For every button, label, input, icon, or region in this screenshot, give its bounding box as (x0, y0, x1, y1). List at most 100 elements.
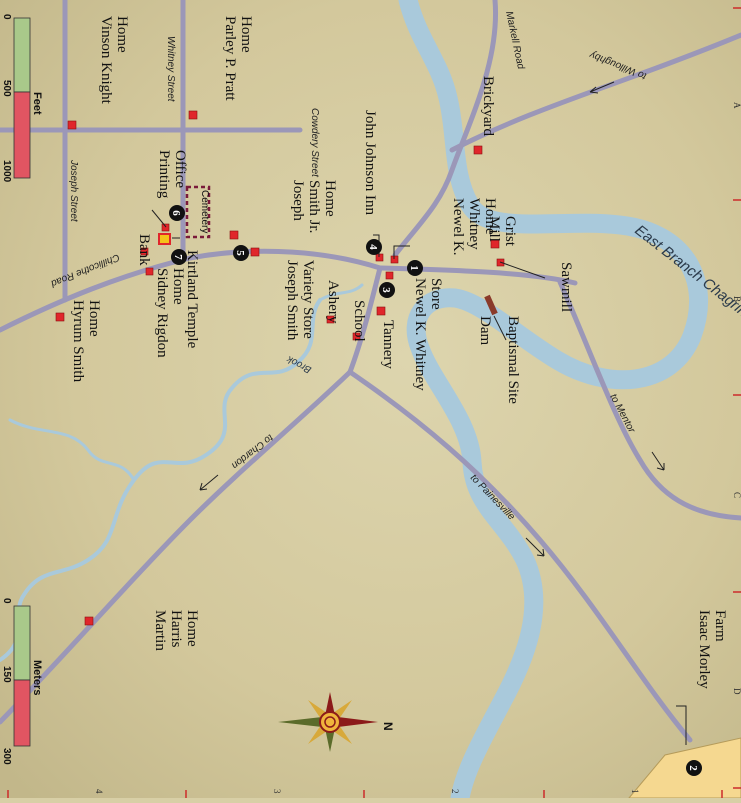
marker-2: 2 (686, 760, 702, 776)
scale-bar-meters: Meters 0 150 300 (1, 598, 43, 765)
arrow-chardon (199, 474, 219, 491)
tannery-building (376, 306, 386, 316)
arrow-willoughby (589, 81, 615, 94)
label-joseph-street: Joseph Street (68, 159, 79, 223)
label-variety-store: Joseph SmithVariety Store (284, 260, 316, 341)
whitney-store-building (385, 271, 394, 280)
marker-5-text: 5 (234, 250, 246, 256)
label-smith-home: JosephSmith Jr.Home (290, 180, 338, 233)
ashery-building (326, 315, 335, 324)
label-printing-office: PrintingOffice (156, 150, 188, 199)
label-grist-mill: GristMill (486, 216, 518, 247)
grid-row-3: 3 (272, 789, 282, 794)
bank-building (140, 247, 149, 256)
marker-7-text: 7 (172, 254, 184, 260)
label-harris-home: MartinHarrisHome (152, 610, 200, 651)
marker-3: 3 (379, 282, 395, 298)
harris-home-building (84, 616, 94, 626)
scale-feet-tick-0: 0 (1, 14, 12, 20)
label-tannery: Tannery (380, 320, 396, 369)
scale-feet-tick-500: 500 (1, 80, 12, 97)
road-mentor (557, 279, 741, 521)
pratt-home-building (188, 110, 198, 120)
grid-col-b: B (732, 296, 741, 302)
grid-col-c: C (732, 492, 741, 498)
grist-mill-building (490, 239, 500, 249)
label-whitney-store: Newel K. WhitneyStore (412, 278, 444, 391)
marker-7: 7 (171, 249, 187, 265)
road-painesville (347, 369, 693, 743)
road-willoughby (449, 32, 741, 153)
label-rigdon-home: Sidney RigdonHome (154, 268, 186, 358)
markers: 1 2 3 4 5 6 7 (169, 205, 702, 776)
brickyard-building (473, 145, 483, 155)
grid-row-4: 4 (94, 789, 104, 794)
grid-ticks (7, 7, 741, 798)
marker-1: 1 (407, 260, 423, 276)
label-cemetery: Cemetery (199, 190, 210, 233)
dam-structure (484, 294, 498, 316)
label-bank: Bank (136, 234, 152, 266)
roads (0, 0, 741, 743)
marker-6: 6 (169, 205, 185, 221)
road-markell (392, 0, 499, 258)
cemetery-outline (185, 185, 211, 239)
label-whitney-street: Whitney Street (165, 36, 176, 103)
scale-feet-title: Feet (31, 92, 43, 115)
compass-rose: N (278, 692, 395, 752)
marker-4: 4 (366, 239, 382, 255)
label-dam: Dam (477, 316, 493, 345)
marker-3-text: 3 (380, 287, 392, 293)
place-labels: Brickyard GristMill Sawmill Dam Baptisma… (70, 16, 728, 689)
label-pratt-home: Parley P. PrattHome (222, 16, 254, 101)
arrow-mentor (651, 451, 665, 471)
road-main-east (377, 265, 578, 286)
marker-5: 5 (233, 245, 249, 261)
arrow-painesville (525, 537, 545, 557)
label-knight-home: Vinson KnightHome (98, 16, 130, 105)
smith-home-building (229, 230, 239, 240)
label-john-johnson-inn: John Johnson Inn (362, 110, 378, 216)
label-baptismal-site: Baptismal Site (505, 316, 521, 404)
rigdon-home-building (145, 267, 154, 276)
scale-bar-feet: Feet 0 500 1000 (1, 14, 43, 183)
marker-6-text: 6 (170, 210, 182, 216)
school-building (352, 332, 361, 341)
brook-tributary-2 (318, 283, 364, 302)
label-sawmill: Sawmill (558, 262, 574, 312)
scale-meters-tick-150: 150 (1, 666, 12, 683)
road-chillicothe (0, 248, 383, 333)
marker-2-text: 2 (687, 765, 699, 771)
grid-row-2: 2 (450, 789, 460, 794)
road-central (347, 265, 383, 375)
brook (0, 298, 322, 662)
marker-4-text: 4 (367, 244, 379, 250)
road-chardon (0, 369, 353, 725)
scale-feet-tick-1000: 1000 (1, 160, 12, 183)
grid-letters: A B C D 1 2 3 4 (94, 102, 741, 794)
temple-building (158, 233, 171, 245)
label-hyrum-home: Hyrum SmithHome (70, 300, 102, 383)
road-arrows (199, 81, 665, 557)
grid-col-a: A (732, 102, 741, 109)
label-cowdery-street: Cowdery Street (309, 108, 320, 178)
variety-store-building (250, 247, 260, 257)
label-ashery: Ashery (325, 280, 341, 324)
label-whitney-home: Newel K.WhitneyHome (450, 198, 498, 255)
label-school: School (351, 300, 367, 342)
hyrum-home-building (55, 312, 65, 322)
label-morley-farm: Isaac MorleyFarm (696, 610, 728, 689)
knight-home-building (67, 120, 77, 130)
label-brickyard: Brickyard (480, 76, 496, 136)
printing-office-building (161, 223, 170, 232)
grid-row-1: 1 (630, 789, 640, 794)
compass-north: N (381, 722, 395, 731)
scale-meters-title: Meters (31, 660, 43, 695)
brook-tributary (8, 418, 136, 482)
river (398, 0, 709, 803)
scale-meters-tick-300: 300 (1, 748, 12, 765)
label-kirtland-temple: Kirtland Temple (184, 250, 200, 349)
